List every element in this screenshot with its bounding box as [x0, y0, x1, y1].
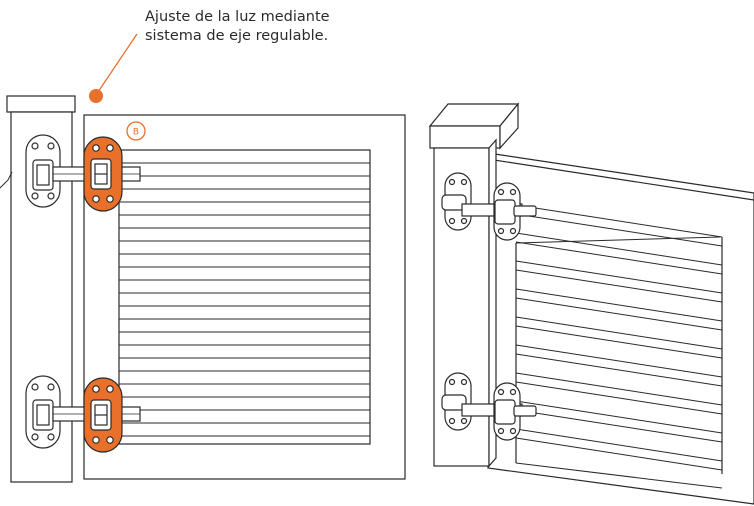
front-view: B	[0, 33, 406, 483]
partial-part-left	[0, 171, 13, 189]
annotation-line-2: sistema de eje regulable.	[145, 28, 329, 44]
leader-dot	[89, 89, 103, 103]
badge-b-label: B	[133, 127, 139, 137]
hinge-top-perspective	[441, 172, 537, 241]
perspective-view	[428, 102, 754, 505]
gate-slats-perspective	[515, 204, 723, 471]
gate-slats-front	[119, 162, 370, 437]
annotation-line-1: Ajuste de la luz mediante	[145, 9, 330, 25]
hinge-top-front	[25, 134, 141, 212]
hinge-bottom-perspective	[441, 372, 537, 441]
hinge-bottom-front	[25, 375, 141, 453]
gate-panel-perspective	[487, 152, 754, 505]
badge-b: B	[126, 121, 146, 141]
leader-line	[95, 33, 138, 96]
adjustment-annotation: Ajuste de la luz mediante sistema de eje…	[145, 8, 405, 46]
gate-frame-front	[83, 114, 406, 480]
